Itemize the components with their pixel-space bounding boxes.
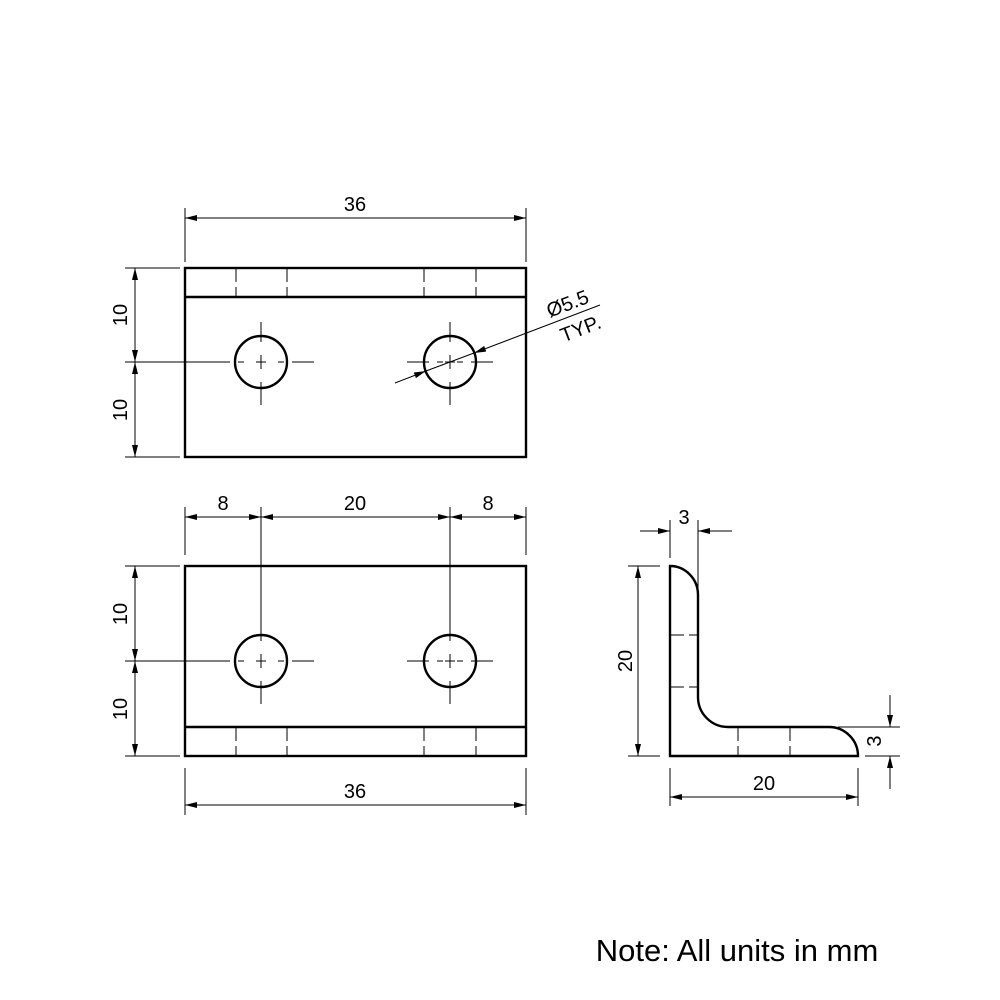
right-offset-label: 8	[482, 493, 493, 515]
left-offset-label: 8	[217, 493, 228, 515]
centerlines	[208, 322, 493, 405]
front-lower-height-label: 10	[110, 698, 132, 720]
front-width-label: 36	[344, 781, 366, 803]
side-width-label: 20	[753, 773, 775, 795]
side-view: 3 20 20 3	[615, 507, 900, 806]
front-view: 8 20 8 10 10 36	[110, 493, 528, 815]
angle-profile	[668, 564, 860, 758]
side-height-label: 20	[615, 650, 637, 672]
units-note: Note: All units in mm	[596, 933, 879, 968]
top-view: 36 10 10 Ø5.5 TYP.	[110, 194, 604, 459]
right-thickness-label: 3	[864, 735, 886, 746]
hidden-lines	[235, 268, 477, 297]
top-width-label: 36	[344, 194, 366, 216]
top-thickness-label: 3	[678, 507, 689, 529]
top-upper-height-label: 10	[110, 304, 132, 326]
top-lower-height-label: 10	[110, 399, 132, 421]
front-upper-height-label: 10	[110, 603, 132, 625]
hole-spacing-label: 20	[344, 493, 366, 515]
